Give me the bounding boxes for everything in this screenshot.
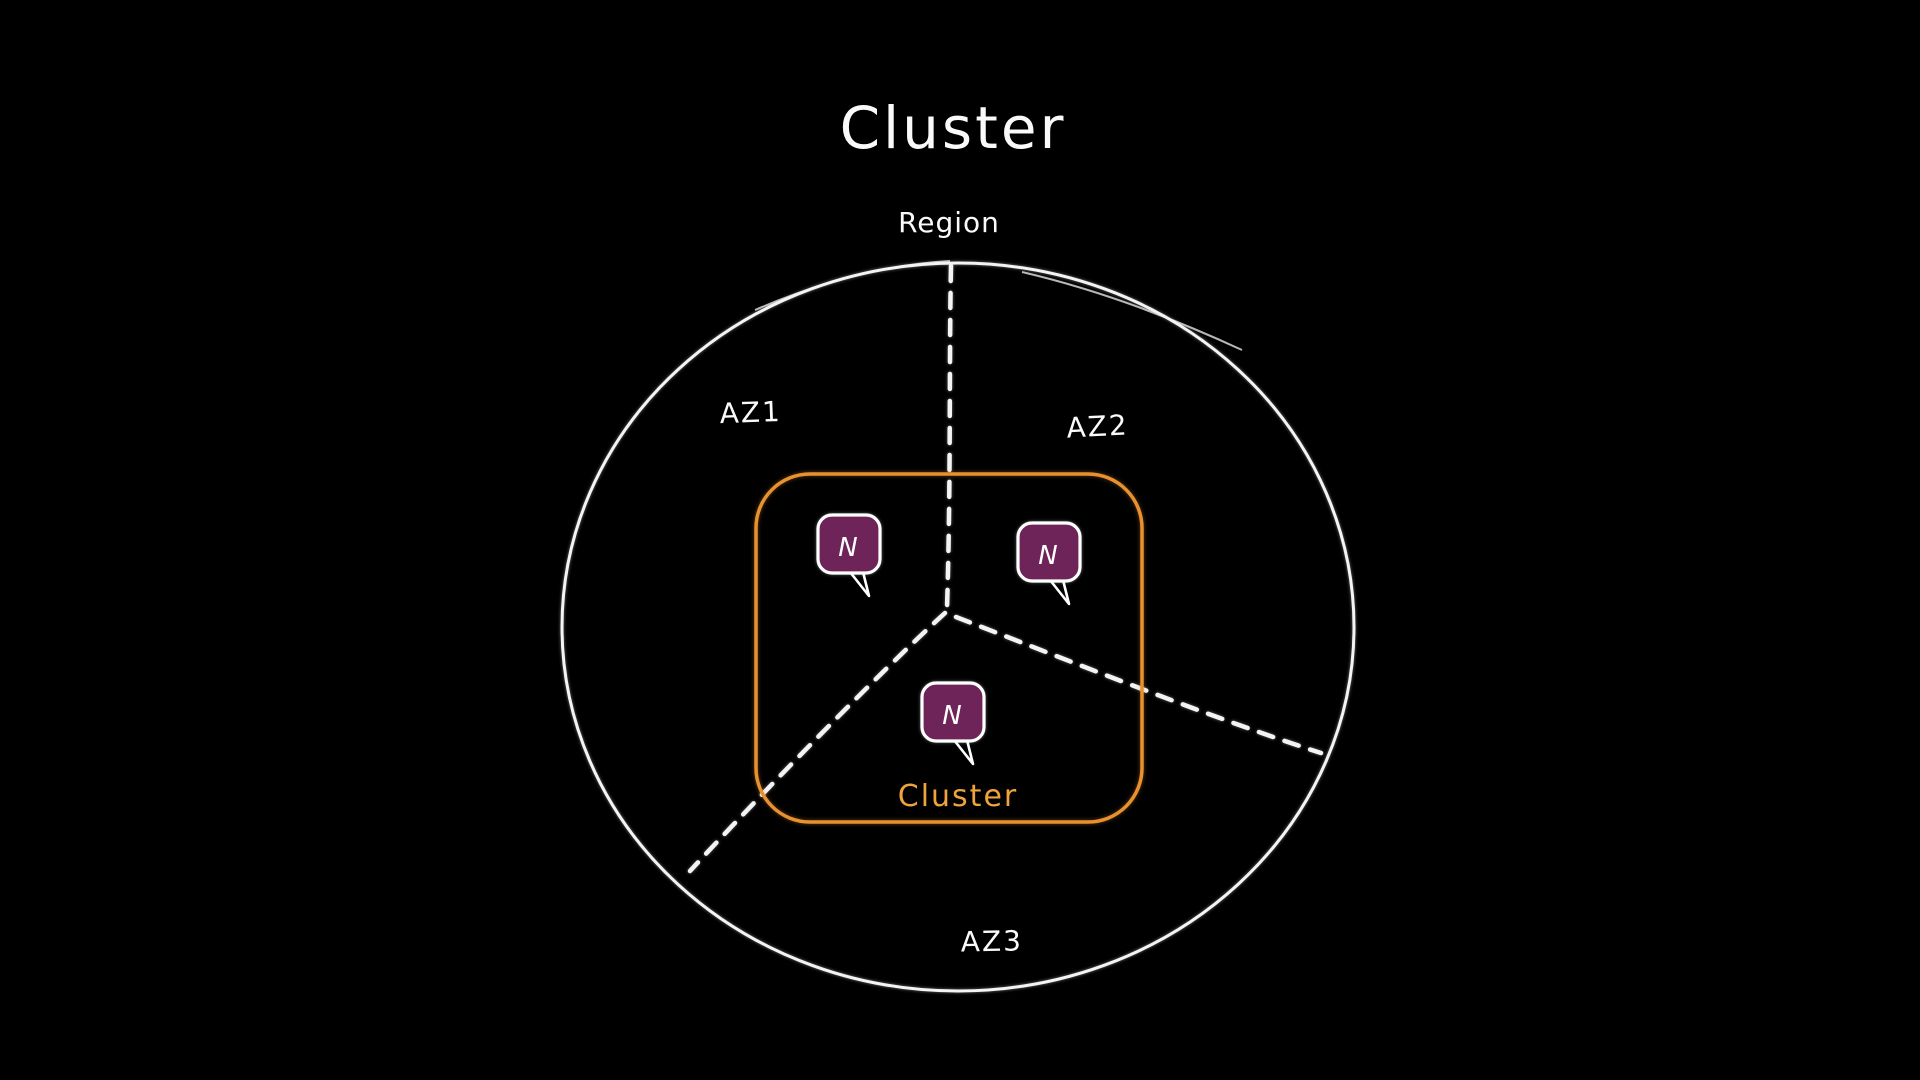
node-tail <box>848 570 871 598</box>
cluster-box-label: Cluster <box>898 779 1018 814</box>
node-icon-az3: N <box>920 681 986 766</box>
node-body <box>920 681 986 743</box>
node-tail <box>952 738 975 766</box>
region-label: Region <box>898 206 1000 239</box>
node-label: N <box>942 701 961 731</box>
node-icon-az2: N <box>1016 521 1082 606</box>
node-body <box>816 513 882 575</box>
region-circle <box>560 261 1356 993</box>
az-divider-top <box>944 263 954 611</box>
region-circle-sketch-stroke <box>1021 271 1243 351</box>
az-divider-right <box>953 614 1324 756</box>
az1-label: AZ1 <box>719 395 782 430</box>
az-divider-left <box>687 610 948 874</box>
node-label: N <box>838 533 857 563</box>
node-icon-az1: N <box>816 513 882 598</box>
cluster-box <box>754 472 1144 824</box>
region-circle-sketch-stroke <box>754 260 951 311</box>
node-body <box>1016 521 1082 583</box>
diagram-title: Cluster <box>840 94 1067 162</box>
az2-label: AZ2 <box>1066 408 1130 444</box>
node-label: N <box>1038 541 1057 571</box>
node-tail <box>1048 578 1071 606</box>
az3-label: AZ3 <box>960 924 1023 958</box>
